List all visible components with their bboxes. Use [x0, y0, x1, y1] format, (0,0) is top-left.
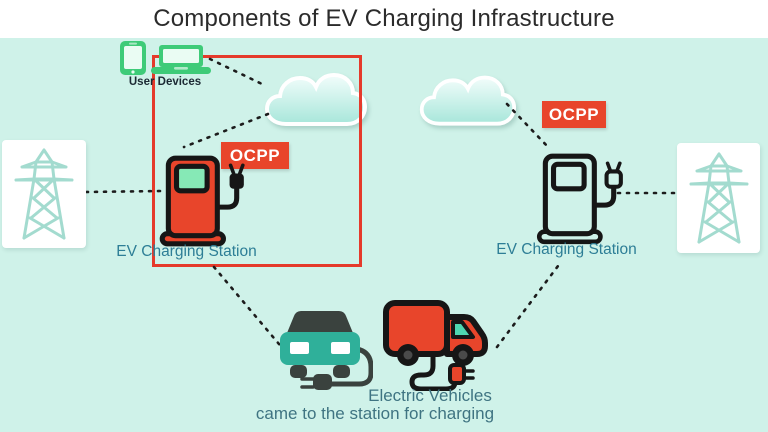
ocpp-label: OCPP: [229, 145, 281, 165]
cloud-icon: [419, 75, 517, 126]
electric-car-icon: [280, 311, 373, 390]
ocpp-badge-right: OCPP: [542, 101, 606, 128]
ev-charging-station-icon: [536, 153, 623, 245]
smartphone-icon: [120, 41, 146, 75]
vehicles-caption-line2: came to the station for charging: [255, 404, 495, 423]
station-label-right: EV Charging Station: [496, 241, 637, 258]
page-title: Components of EV Charging Infrastructure: [153, 5, 615, 32]
ev-charging-station-icon: [159, 155, 245, 247]
connector-truck-station-right: [495, 260, 563, 349]
tower-card: [677, 143, 760, 253]
transmission-tower-icon: [14, 148, 74, 240]
connector-tower-station-left: [84, 189, 162, 194]
cloud-icon: [264, 72, 368, 126]
transmission-tower-icon: [689, 152, 748, 244]
user-devices-label: User Devices: [128, 76, 202, 88]
electric-truck-icon: [383, 300, 488, 391]
vehicles-caption-line1: Electric Vehicles: [368, 386, 492, 405]
tower-card: [2, 140, 86, 248]
ocpp-label: OCPP: [548, 104, 600, 124]
highlight-rectangle: [152, 55, 362, 267]
laptop-icon: [151, 45, 211, 74]
title-bar: Components of EV Charging Infrastructure: [0, 0, 768, 38]
station-label-left: EV Charging Station: [116, 243, 257, 260]
